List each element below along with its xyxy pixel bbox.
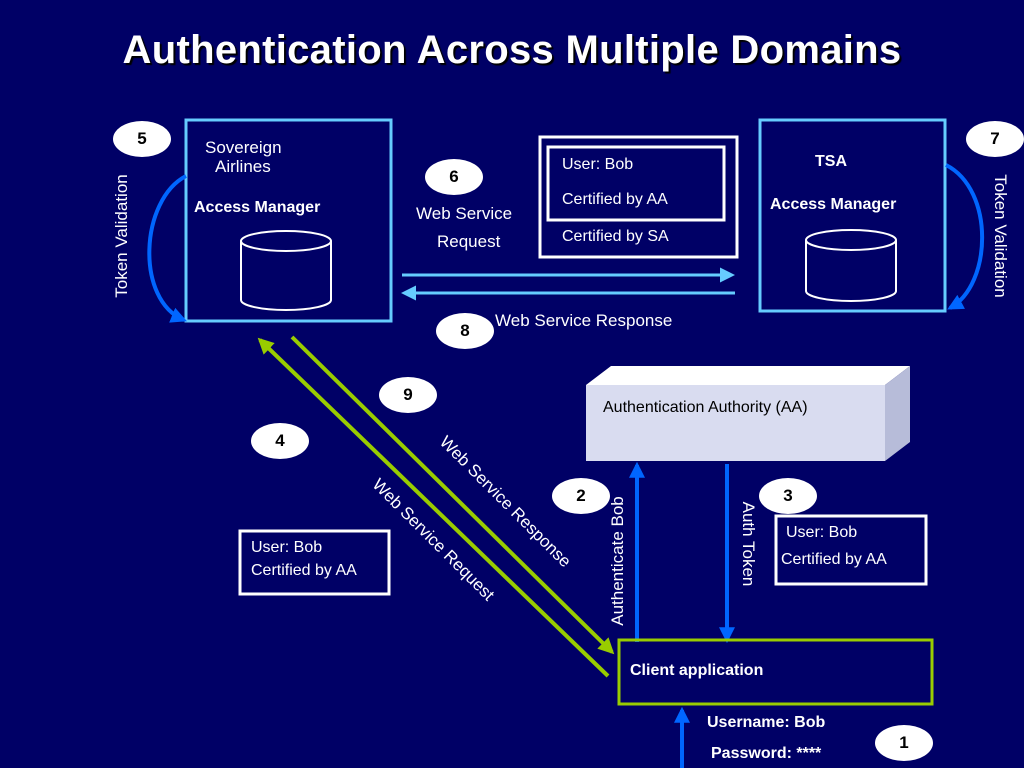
- web-request-top-line2: Request: [437, 232, 501, 251]
- token-box-top-inner: [546, 145, 726, 222]
- step-2-badge: 2: [552, 478, 610, 514]
- token-top-line2: Certified by AA: [562, 191, 668, 208]
- step-5-badge: 5: [113, 121, 171, 157]
- step-1-badge: 1: [875, 725, 933, 761]
- step-3-badge: 3: [759, 478, 817, 514]
- token-left-line1: User: Bob: [251, 539, 323, 556]
- token-top-line1: User: Bob: [562, 156, 634, 173]
- step-9-badge: 9: [379, 377, 437, 413]
- sovereign-token-validation-arrow: [147, 174, 187, 323]
- client-application-label: Client application: [630, 662, 764, 679]
- web-response-top-label: Web Service Response: [495, 311, 673, 330]
- authenticate-bob-label: Authenticate Bob: [608, 496, 627, 626]
- auth-token-label: Auth Token: [739, 501, 758, 587]
- step-4-badge: 4: [251, 423, 309, 459]
- client-application-box: [617, 638, 934, 706]
- sovereign-name-line1: Sovereign: [205, 138, 282, 157]
- token-box-left: [238, 529, 391, 596]
- tsa-manager-label: Access Manager: [770, 196, 897, 213]
- step-6-badge: 6: [425, 159, 483, 195]
- username-label: Username: Bob: [707, 714, 826, 731]
- sovereign-token-validation-label: Token Validation: [112, 174, 131, 298]
- web-service-response-diagonal-arrow: [290, 335, 615, 655]
- token-left-line2: Certified by AA: [251, 562, 357, 579]
- sovereign-database-icon: [240, 230, 332, 311]
- slide-title: Authentication Across Multiple Domains: [122, 28, 902, 72]
- auth-authority-box: [586, 366, 910, 461]
- token-box-right: [774, 514, 928, 586]
- step-8-badge: 8: [436, 313, 494, 349]
- auth-authority-label: Authentication Authority (AA): [603, 399, 808, 416]
- step-7-badge: 7: [966, 121, 1024, 157]
- sovereign-manager-label: Access Manager: [194, 199, 321, 216]
- token-right-line1: User: Bob: [786, 524, 858, 541]
- web-request-top-line1: Web Service: [416, 204, 513, 223]
- tsa-database-icon: [805, 229, 897, 302]
- tsa-token-validation-label: Token Validation: [991, 174, 1010, 298]
- sovereign-manager-box: [184, 118, 393, 323]
- password-label: Password: ****: [711, 745, 822, 762]
- tsa-manager-box: [758, 118, 947, 313]
- sovereign-name-line2: Airlines: [215, 157, 271, 176]
- tsa-token-validation-arrow: [945, 163, 984, 310]
- token-right-line2: Certified by AA: [781, 551, 887, 568]
- token-box-top-outer: [538, 135, 739, 259]
- web-service-request-diagonal-arrow: [257, 337, 610, 678]
- token-top-line3: Certified by SA: [562, 228, 669, 245]
- tsa-name-label: TSA: [815, 153, 847, 170]
